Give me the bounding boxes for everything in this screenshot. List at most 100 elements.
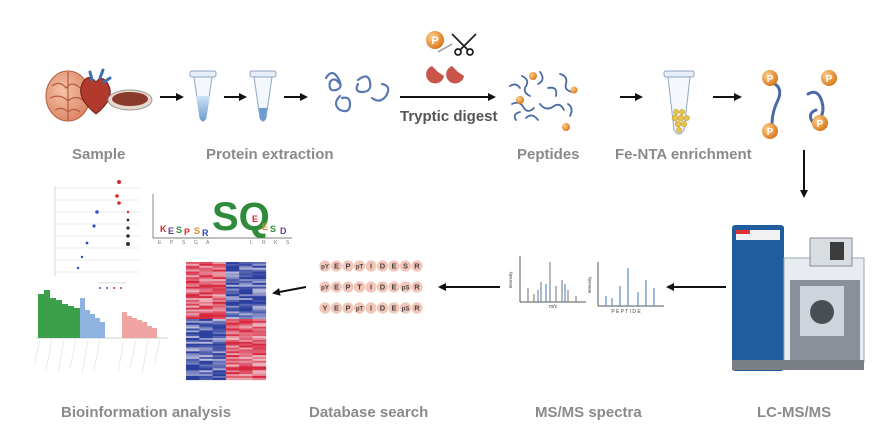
- svg-text:P: P: [826, 74, 833, 85]
- heatmap-cell: [252, 296, 267, 299]
- label-protein-extraction: Protein extraction: [206, 146, 334, 163]
- heatmap-cell: [199, 267, 213, 270]
- heatmap-cell: [239, 364, 253, 367]
- heatmap-cell: [225, 358, 240, 362]
- heatmap-cell: [252, 358, 267, 362]
- heatmap-cell: [225, 372, 240, 375]
- svg-text:S: S: [194, 226, 200, 236]
- heatmap-cell: [186, 271, 200, 274]
- heatmap-cell: [225, 267, 240, 270]
- heatmap-cell: [239, 341, 253, 344]
- heatmap-cell: [199, 360, 213, 363]
- heatmap-cell: [212, 284, 227, 287]
- heatmap-cell: [239, 351, 253, 354]
- heatmap-cell: [239, 273, 253, 276]
- heatmap-cell: [225, 336, 240, 339]
- heatmap-cell: [199, 343, 213, 346]
- heatmap-cell: [186, 292, 200, 295]
- heatmap-cell: [252, 362, 267, 365]
- heatmap-cell: [199, 282, 213, 286]
- heatmap-cell: [199, 341, 213, 344]
- fe-nta-tube-icon: [663, 70, 695, 135]
- heatmap-cell: [239, 300, 253, 303]
- heatmap-cell: [252, 311, 267, 314]
- heatmap-cell: [186, 334, 200, 337]
- svg-text:P: P: [767, 74, 774, 85]
- dotplot-chart: [54, 180, 140, 289]
- heatmap-cell: [199, 320, 213, 324]
- heatmap-cell: [225, 368, 240, 371]
- heatmap-cell: [186, 372, 200, 375]
- heatmap-cell: [225, 269, 240, 272]
- heatmap-cell: [239, 271, 253, 274]
- heatmap-cell: [186, 368, 200, 371]
- heatmap-cell: [186, 305, 200, 308]
- heatmap-cell: [199, 265, 213, 268]
- heatmap-cell: [199, 262, 213, 265]
- heatmap-cell: [225, 345, 240, 348]
- heatmap-cell: [212, 368, 227, 371]
- heatmap-cell: [252, 366, 267, 369]
- label-msms: MS/MS spectra: [535, 404, 642, 421]
- label-sample: Sample: [72, 146, 126, 163]
- residue-bead: [376, 302, 389, 314]
- residue-label: pS: [402, 307, 410, 313]
- heatmap-cell: [186, 366, 200, 369]
- heatmap-cell: [252, 317, 267, 320]
- residue-bead: [353, 281, 366, 293]
- heatmap-cell: [239, 328, 253, 331]
- heatmap-cell: [212, 282, 227, 286]
- heatmap-cell: [186, 347, 200, 350]
- residue-label: P: [345, 283, 350, 292]
- heatmap-cell: [199, 288, 213, 291]
- phospho-ball-a: P: [762, 70, 778, 86]
- heatmap-cell: [186, 296, 200, 299]
- heatmap-cell: [199, 279, 213, 282]
- heatmap-cell: [252, 315, 267, 318]
- heatmap-cell: [252, 334, 267, 337]
- heatmap-cell: [239, 311, 253, 314]
- heatmap-cell: [212, 313, 227, 316]
- heatmap-cell: [199, 309, 213, 312]
- heatmap-cell: [212, 273, 227, 276]
- residue-label: pT: [356, 265, 364, 271]
- heatmap-cell: [186, 339, 200, 343]
- heatmap-cell: [239, 374, 253, 377]
- heatmap-cell: [199, 277, 213, 280]
- heatmap-cell: [212, 292, 227, 295]
- heatmap-cell: [212, 349, 227, 352]
- heatmap-cell: [199, 317, 213, 320]
- residue-bead: [388, 302, 400, 314]
- residue-bead: [399, 281, 412, 293]
- heatmap-cell: [239, 284, 253, 287]
- heatmap-cell: [199, 322, 213, 325]
- svg-text:E: E: [168, 226, 174, 236]
- svg-text:L: L: [250, 240, 253, 246]
- heatmap-cell: [239, 347, 253, 350]
- heatmap-cell: [212, 353, 227, 356]
- residue-label: D: [380, 304, 386, 313]
- heatmap-cell: [186, 345, 200, 348]
- heatmap-cell: [186, 349, 200, 352]
- phosphopeptides-icon: P P P P: [762, 70, 837, 139]
- heatmap-cell: [186, 301, 200, 305]
- heatmap-cell: [252, 374, 267, 377]
- trypsin-enzyme-icon: [426, 66, 464, 84]
- heatmap-cell: [186, 357, 200, 360]
- heatmap-cell: [186, 315, 200, 318]
- residue-bead: [365, 281, 377, 293]
- heatmap-cell: [186, 355, 200, 358]
- heatmap-cell: [199, 364, 213, 367]
- heatmap-cell: [239, 324, 253, 327]
- heatmap-cell: [186, 309, 200, 312]
- residue-label: pS: [402, 286, 410, 292]
- heatmap-cell: [225, 334, 240, 337]
- heatmap-cell: [186, 275, 200, 278]
- heatmap-cell: [186, 284, 200, 287]
- heatmap-cell: [239, 355, 253, 358]
- heatmap-cell: [186, 319, 200, 322]
- heatmap-cell: [239, 326, 253, 329]
- heatmap-cell: [212, 263, 227, 267]
- heatmap-cell: [186, 290, 200, 293]
- residue-bead: [319, 281, 331, 293]
